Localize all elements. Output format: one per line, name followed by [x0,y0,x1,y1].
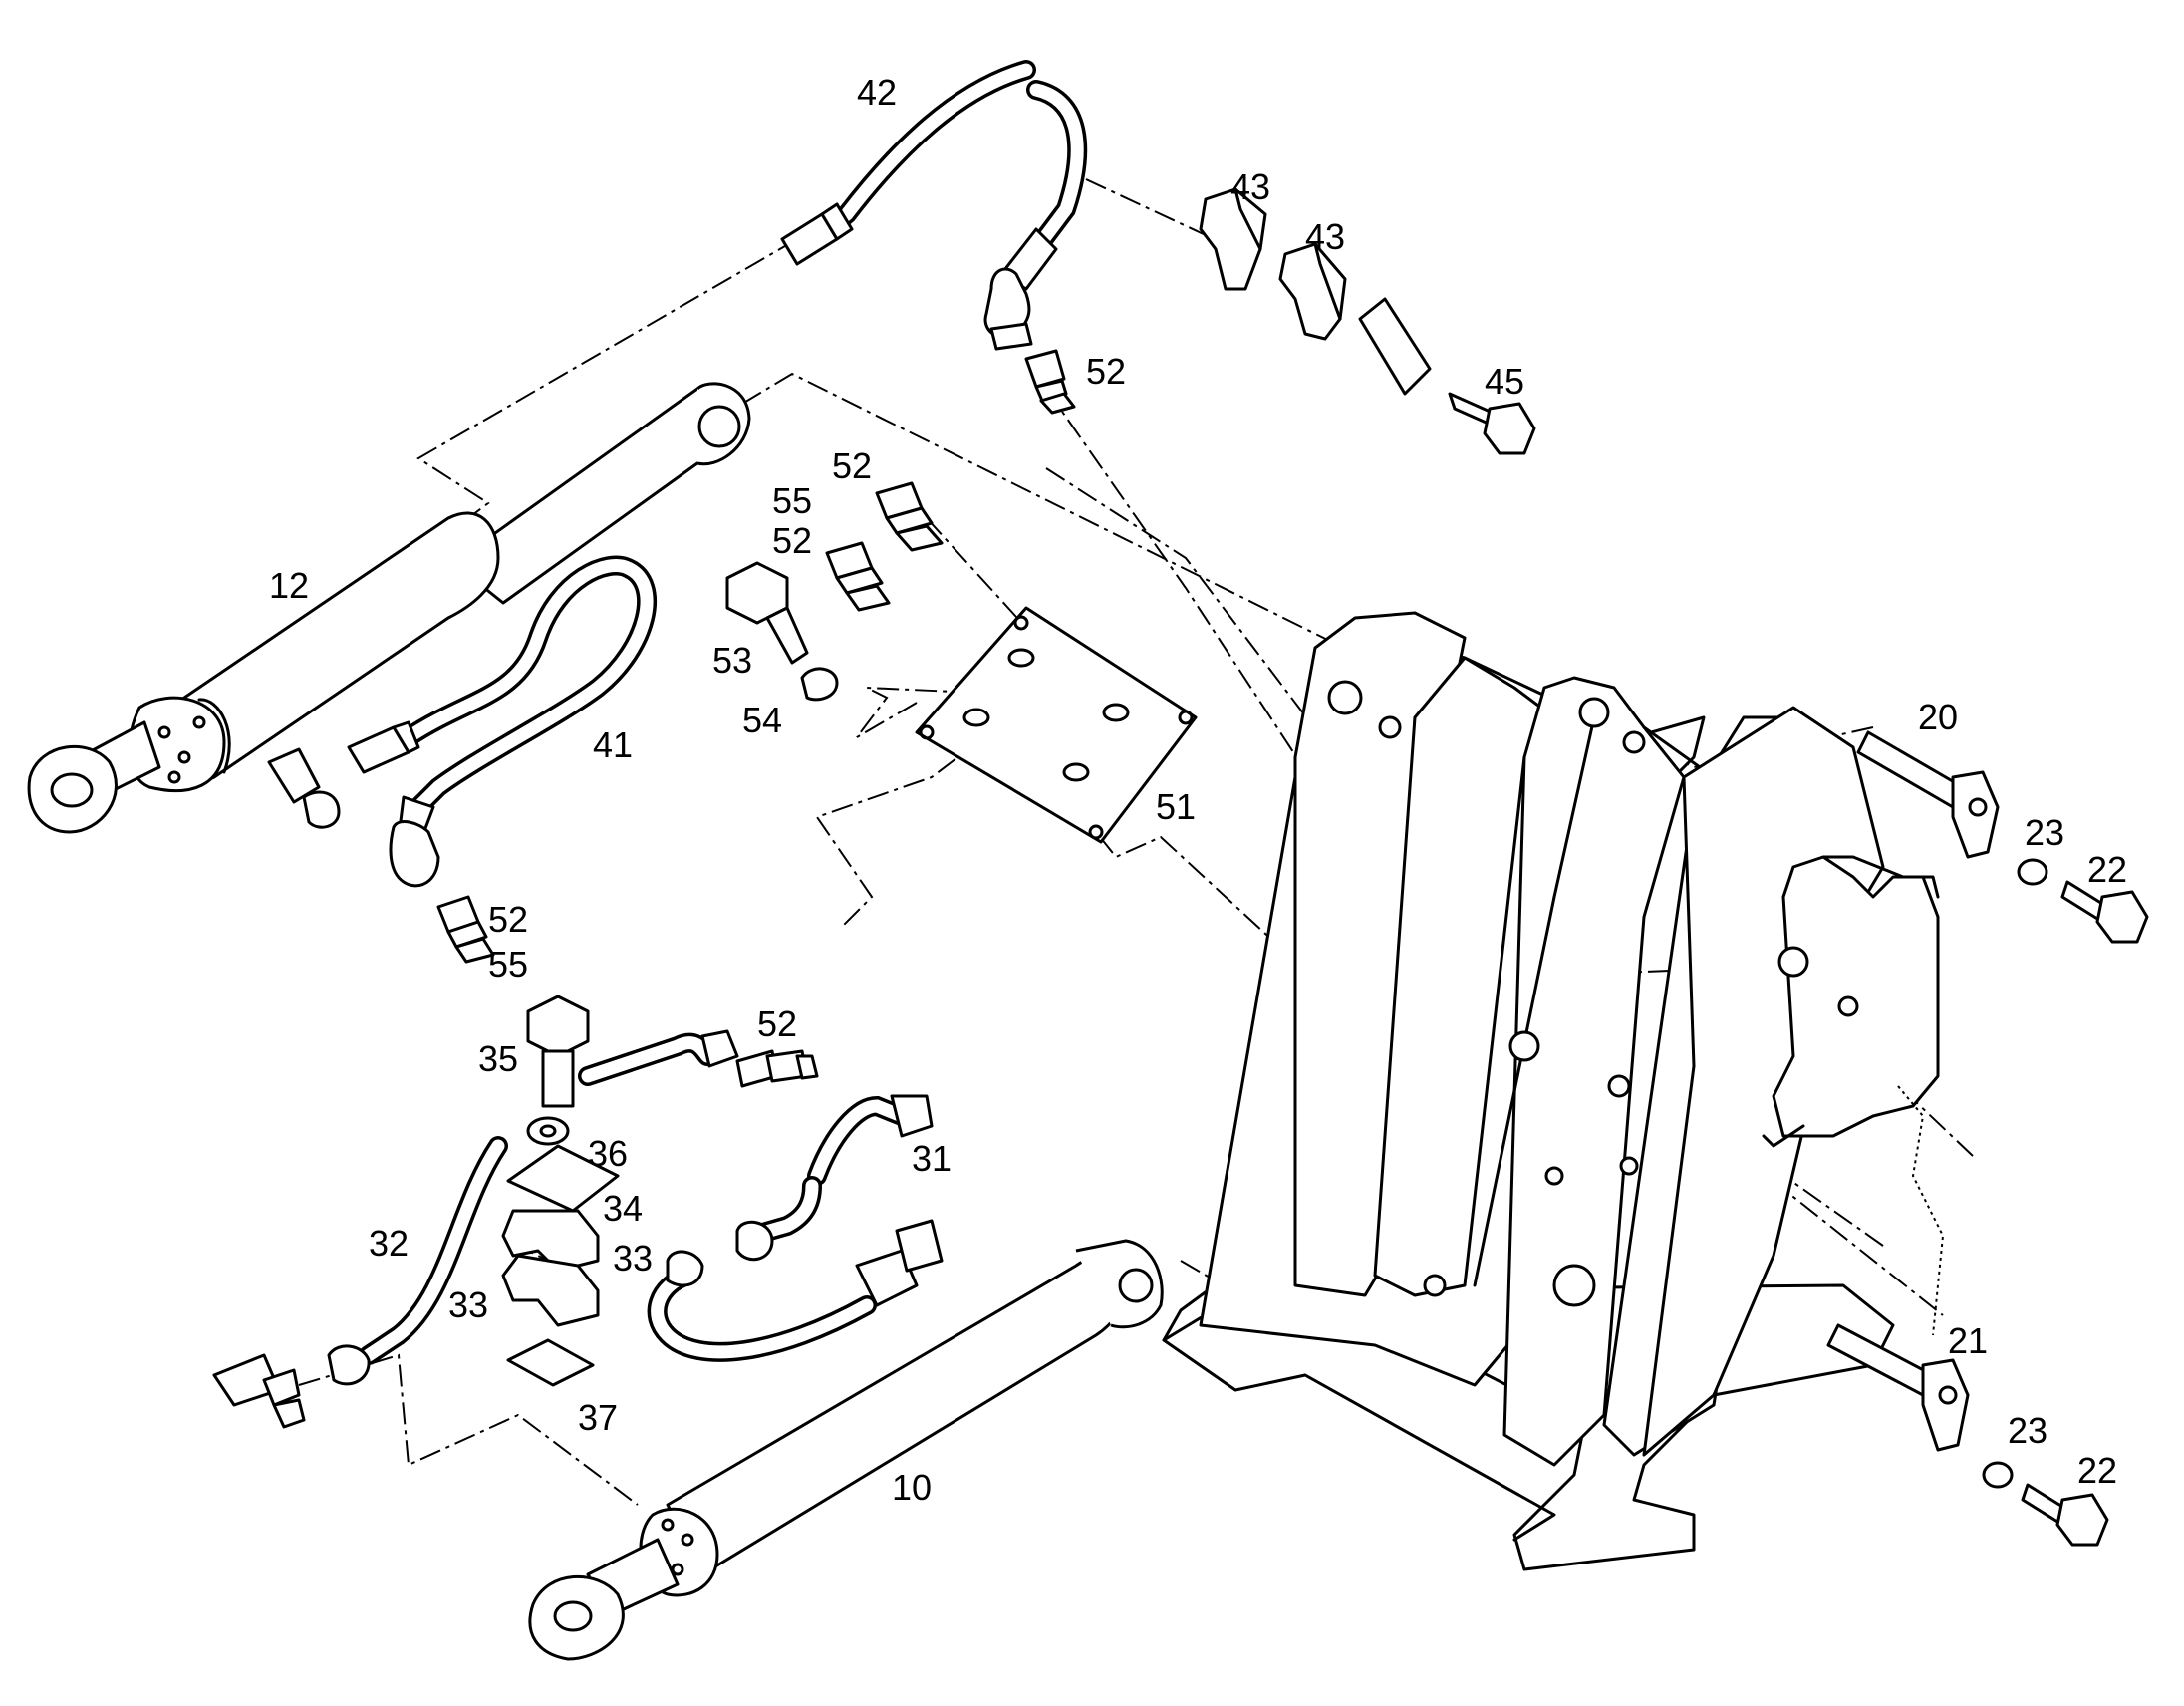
part-label-31: 31 [912,1138,952,1179]
frame-rear-lug [1772,855,1940,1138]
frame-hole [1607,1074,1631,1098]
part-label-12: 12 [269,565,309,606]
part-label-52: 52 [772,520,812,561]
part-label-55: 55 [772,480,812,521]
clamp-43-a [1199,187,1267,291]
part-label-43: 43 [1305,216,1345,257]
part-label-54: 54 [742,700,782,740]
part-label-52: 52 [757,1003,797,1044]
mounting-plate-51 [915,606,1198,844]
washer-36 [526,1116,570,1146]
frame-hole [1619,1156,1639,1176]
part-label-52: 52 [1086,351,1126,392]
clamp-half-33-lower [501,1254,600,1327]
washer-54 [800,667,839,702]
clamp-43-b [1278,242,1347,341]
frame-hole [1423,1274,1447,1297]
fitting-52-upper [875,481,944,552]
hydraulic-cylinder-10 [528,1239,1164,1661]
part-label-23: 23 [2025,812,2064,853]
frame-hole [1837,995,1859,1017]
part-label-41: 41 [593,724,633,765]
part-label-32: 32 [369,1223,409,1264]
part-label-33: 33 [448,1284,488,1325]
bolt-53 [725,561,809,665]
part-label-52: 52 [832,445,872,486]
part-label-51: 51 [1156,786,1196,827]
clamp-half-33-upper [501,1209,600,1273]
part-label-45: 45 [1485,361,1524,402]
frame-hole [1508,1030,1540,1062]
clamp-plate-34 [506,1144,620,1213]
bolt-22-upper [2060,880,2149,944]
frame-hole [1777,946,1809,978]
part-label-21: 21 [1948,1320,1988,1361]
part-number-labels: 42 43 43 52 45 52 55 52 12 53 54 41 51 2… [269,72,2127,1508]
pin-21 [1826,1323,1970,1452]
part-label-20: 20 [1918,697,1958,737]
part-label-22: 22 [2077,1450,2117,1491]
part-label-52: 52 [488,899,528,940]
part-label-53: 53 [712,640,752,681]
fitting-52-top [1024,349,1076,415]
washer-23-upper [2017,858,2048,886]
fitting-52-mid [825,541,891,612]
fitting-52-lower [735,1049,819,1088]
washer-23-lower [1982,1461,2014,1489]
bolt-22-lower [2021,1483,2109,1547]
hardware [501,187,2149,1547]
frame-hole [1327,680,1363,715]
bolt-35 [526,995,590,1108]
part-label-35: 35 [478,1038,518,1079]
part-label-10: 10 [892,1467,932,1508]
plate-37 [506,1338,595,1387]
frame-hole [1578,697,1610,728]
strap-plate [1358,297,1432,396]
part-label-37: 37 [578,1397,618,1438]
part-label-34: 34 [603,1188,643,1229]
fitting-52-left [436,895,495,964]
frame-hole [1552,1264,1596,1307]
bolt-45 [1448,392,1536,455]
part-label-33: 33 [613,1238,653,1279]
fittings [212,202,1076,1429]
part-label-55: 55 [488,944,528,985]
frame-hole [1622,730,1646,754]
hydraulic-cylinder-12 [27,382,751,834]
part-label-43: 43 [1230,166,1270,207]
pin-20 [1856,730,2000,859]
part-label-22: 22 [2087,849,2127,890]
part-label-42: 42 [857,72,897,113]
frame-hole [1544,1166,1564,1186]
mounting-frame [1162,611,1945,1571]
frame-hole [1378,715,1402,739]
part-label-23: 23 [2008,1410,2048,1451]
part-label-36: 36 [588,1133,628,1174]
